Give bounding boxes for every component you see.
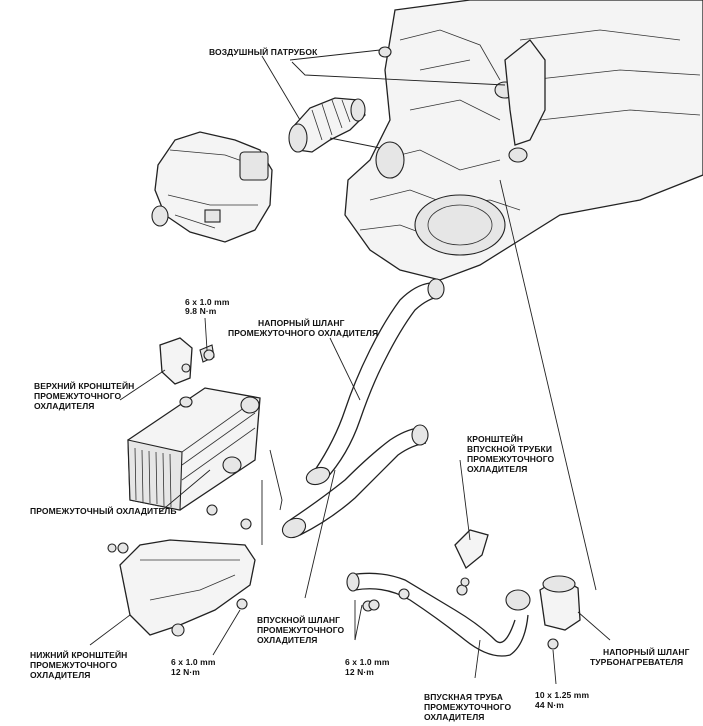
intake-hose-label-3: ОХЛАДИТЕЛЯ [257, 635, 318, 645]
torque-lower-size: 6 x 1.0 mm [171, 657, 216, 667]
intake-pipe-bracket-label-1: КРОНШТЕЙН [467, 434, 524, 444]
torque-lower-value: 12 N·m [171, 667, 200, 677]
air-duct [288, 97, 366, 153]
torque-bolt-size: 10 x 1.25 mm [535, 690, 590, 700]
upper-bracket-label-2: ПРОМЕЖУТОЧНОГО [34, 391, 122, 401]
intercooler-intake-hose [281, 424, 429, 539]
air-cleaner-box [151, 131, 273, 243]
upper-bracket-label-3: ОХЛАДИТЕЛЯ [34, 401, 95, 411]
lower-bracket-label-3: ОХЛАДИТЕЛЯ [30, 670, 91, 680]
turbo-hose-label-2: ТУРБОНАГРЕВАТЕЛЯ [590, 657, 684, 667]
intercooler-label: ПРОМЕЖУТОЧНЫЙ ОХЛАДИТЕЛЬ [30, 506, 177, 516]
upper-bracket [159, 337, 215, 385]
intake-pipe-bracket-label-3: ПРОМЕЖУТОЧНОГО [467, 454, 555, 464]
lower-bracket-label-2: ПРОМЕЖУТОЧНОГО [30, 660, 118, 670]
leader-lines [89, 49, 611, 685]
intercooler-core [127, 387, 261, 511]
torque-top-size: 6 x 1.0 mm [185, 297, 230, 307]
torque-mid-size: 6 x 1.0 mm [345, 657, 390, 667]
lower-bracket-label-1: НИЖНИЙ КРОНШТЕЙН [30, 650, 128, 660]
air-duct-label: ВОЗДУШНЫЙ ПАТРУБОК [209, 47, 318, 57]
ic-pressure-hose-label-2: ПРОМЕЖУТОЧНОГО ОХЛАДИТЕЛЯ [228, 328, 379, 338]
intake-pipe-bracket [454, 529, 489, 587]
upper-bracket-label-1: ВЕРХНИЙ КРОНШТЕЙН [34, 381, 135, 391]
intake-hose-label-2: ПРОМЕЖУТОЧНОГО [257, 625, 345, 635]
intercooler-pressure-hose [305, 278, 445, 486]
intake-pipe [346, 572, 531, 657]
lower-bracket [107, 504, 256, 637]
intake-hose-label-1: ВПУСКНОЙ ШЛАНГ [257, 615, 341, 625]
intake-pipe-label-3: ОХЛАДИТЕЛЯ [424, 712, 485, 722]
intake-pipe-label-2: ПРОМЕЖУТОЧНОГО [424, 702, 512, 712]
intake-pipe-label-1: ВПУСКНАЯ ТРУБА [424, 692, 503, 702]
ic-pressure-hose-label-1: НАПОРНЫЙ ШЛАНГ [258, 318, 345, 328]
engine-block [344, 0, 703, 281]
torque-top-value: 9.8 N·m [185, 306, 217, 316]
turbo-pressure-hose [539, 575, 581, 650]
turbo-hose-label-1: НАПОРНЫЙ ШЛАНГ [603, 647, 690, 657]
intake-pipe-bracket-label-2: ВПУСКНОЙ ТРУБКИ [467, 444, 553, 454]
intake-pipe-bracket-label-4: ОХЛАДИТЕЛЯ [467, 464, 528, 474]
torque-mid-value: 12 N·m [345, 667, 374, 677]
torque-bolt-value: 44 N·m [535, 700, 564, 710]
bolt-icons [117, 349, 380, 611]
